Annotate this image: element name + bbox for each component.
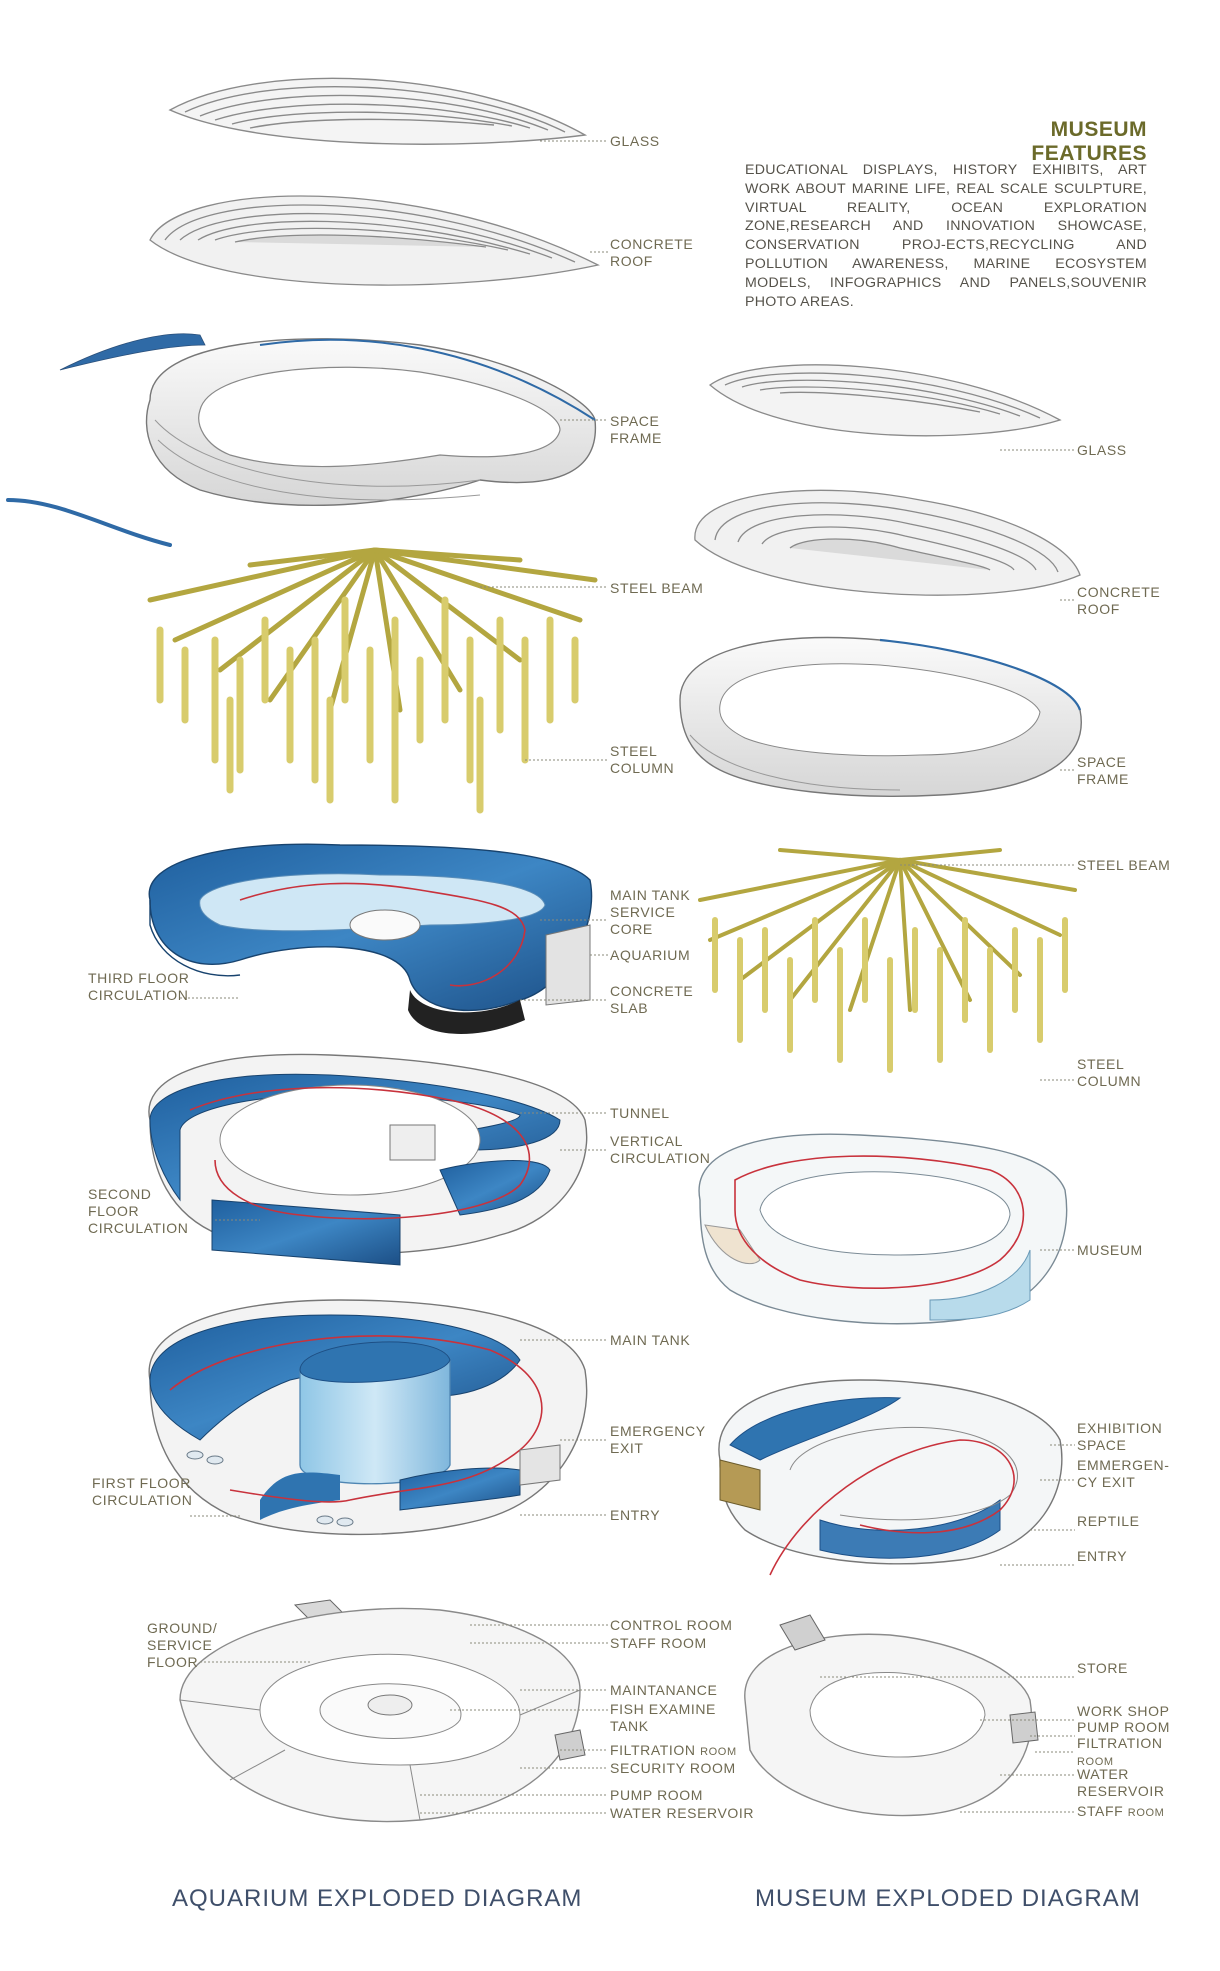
aquarium-first-floor-layer [148, 1299, 588, 1536]
museum-space-frame-layer [679, 636, 1082, 797]
museum-floor-layer [698, 1133, 1068, 1325]
mu-label-steel-beam: STEEL BEAM [1077, 857, 1171, 873]
aq-label-water-reservoir: WATER RESERVOIR [610, 1805, 755, 1821]
museum-glass-layer [708, 364, 1062, 437]
museum-steel-structure-layer [698, 848, 1077, 1073]
museum-diagram-caption: MUSEUM EXPLODED DIAGRAM [755, 1885, 1141, 1912]
aq-label-control-room: CONTROL ROOM [610, 1617, 733, 1633]
aq-label-staff-room: STAFF ROOM [610, 1635, 707, 1651]
aq-label-aquarium: AQUARIUM [610, 947, 691, 963]
mu-label-reptile: REPTILE [1077, 1513, 1140, 1529]
aq-label-filtration-room: FILTRATION ROOM [610, 1742, 737, 1758]
mu-label-pump-room: PUMP ROOM [1077, 1719, 1171, 1735]
aq-label-maintanance: MAINTANANCE [610, 1682, 718, 1698]
aq-label-security-room: SECURITY ROOM [610, 1760, 736, 1776]
mu-label-store: STORE [1077, 1660, 1128, 1676]
museum-features-body: EDUCATIONAL DISPLAYS, HISTORY EXHIBITS, … [745, 162, 1147, 310]
aq-label-glass: GLASS [610, 133, 660, 149]
aq-label-pump-room: PUMP ROOM [610, 1787, 704, 1803]
mu-label-emergency-exit: EMMERGEN-CY EXIT [1077, 1457, 1170, 1490]
aq-label-steel-beam: STEEL BEAM [610, 580, 704, 596]
museum-ground-floor-layer [744, 1614, 1039, 1817]
aq-label-main-tank: MAIN TANK [610, 1332, 691, 1348]
mu-label-staff-room: STAFF ROOM [1077, 1803, 1165, 1819]
aq-label-entry: ENTRY [610, 1507, 661, 1523]
aquarium-steel-structure-layer [6, 498, 598, 814]
aquarium-diagram-caption: AQUARIUM EXPLODED DIAGRAM [172, 1885, 583, 1912]
mu-label-glass: GLASS [1077, 442, 1127, 458]
aquarium-ground-floor-layer [179, 1599, 586, 1823]
aquarium-second-floor-layer [148, 1053, 588, 1266]
aquarium-glass-layer [168, 77, 588, 145]
mu-label-work-shop: WORK SHOP [1077, 1703, 1170, 1719]
aquarium-space-frame-layer [59, 333, 597, 506]
museum-concrete-roof-layer [694, 489, 1081, 596]
aq-label-tunnel: TUNNEL [610, 1105, 670, 1121]
leader-lines [180, 140, 1075, 1814]
mu-label-entry: ENTRY [1077, 1548, 1128, 1564]
aquarium-third-floor-layer [148, 843, 593, 1034]
museum-exhibition-floor-layer [718, 1379, 1063, 1576]
museum-features-title: MUSEUM FEATURES [1031, 118, 1147, 165]
aquarium-concrete-roof-layer [149, 195, 600, 286]
mu-label-museum: MUSEUM [1077, 1242, 1143, 1258]
